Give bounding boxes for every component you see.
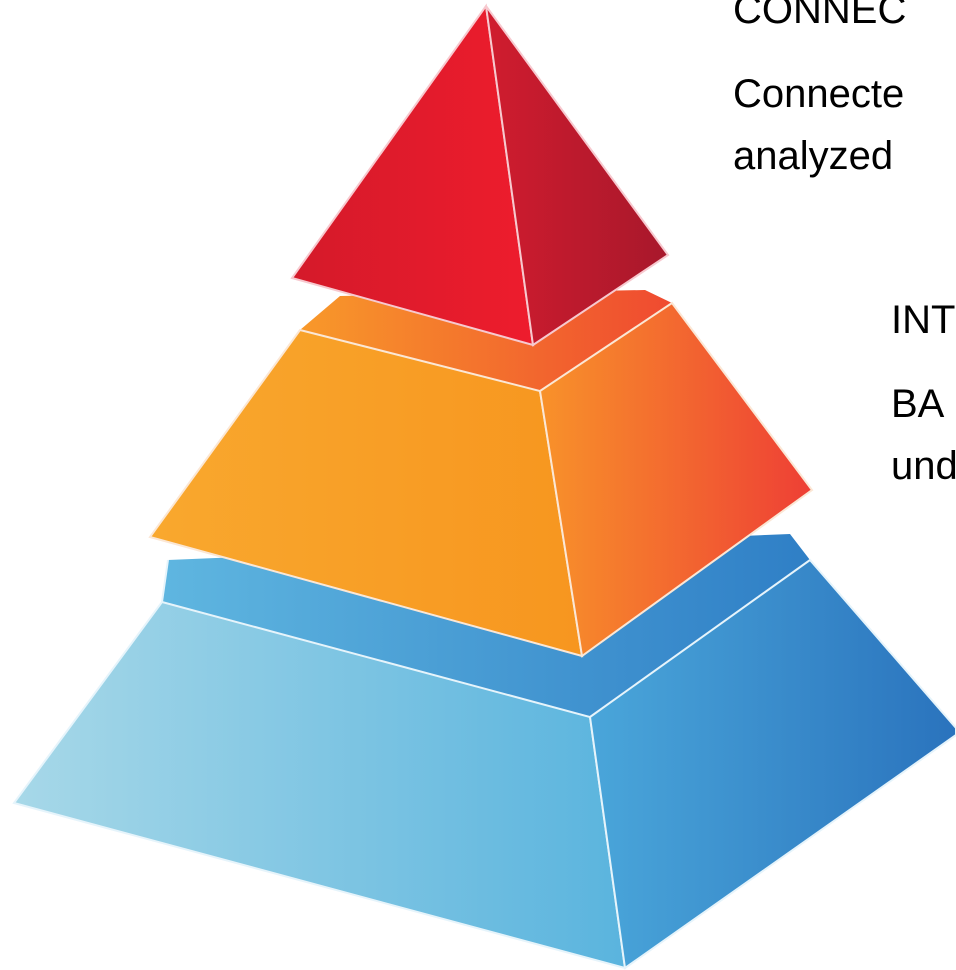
pyramid-top-layer bbox=[290, 3, 670, 347]
pyramid-middle-layer bbox=[148, 290, 814, 658]
top-tier-heading: CONNEC bbox=[733, 0, 907, 32]
middle-tier-description-line-2: und bbox=[891, 444, 956, 488]
top-tier-description-line-1: Connecte bbox=[733, 72, 905, 116]
middle-layer-side bbox=[538, 301, 814, 658]
top-layer-side bbox=[485, 5, 670, 347]
top-tier-description-line-2: analyzed bbox=[733, 134, 894, 178]
base-layer-side bbox=[588, 558, 956, 970]
middle-tier-description-line-1: BA bbox=[891, 382, 945, 426]
middle-tier-heading: INT bbox=[891, 298, 956, 342]
